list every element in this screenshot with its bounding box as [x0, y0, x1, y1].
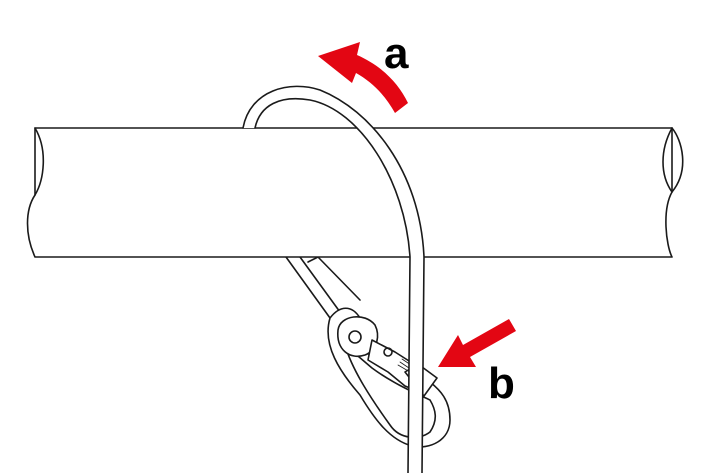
arrow-down-left-icon [438, 319, 516, 367]
snap-hook-pin [383, 347, 393, 357]
label-b: b [488, 359, 515, 408]
pipe [26, 127, 684, 258]
curved-arrow-left-icon [318, 42, 408, 113]
rope-upper-strand [242, 85, 425, 473]
label-a: a [384, 29, 409, 78]
rope-lower-strand [285, 256, 361, 319]
snap-hook-eye-hole [348, 330, 362, 344]
